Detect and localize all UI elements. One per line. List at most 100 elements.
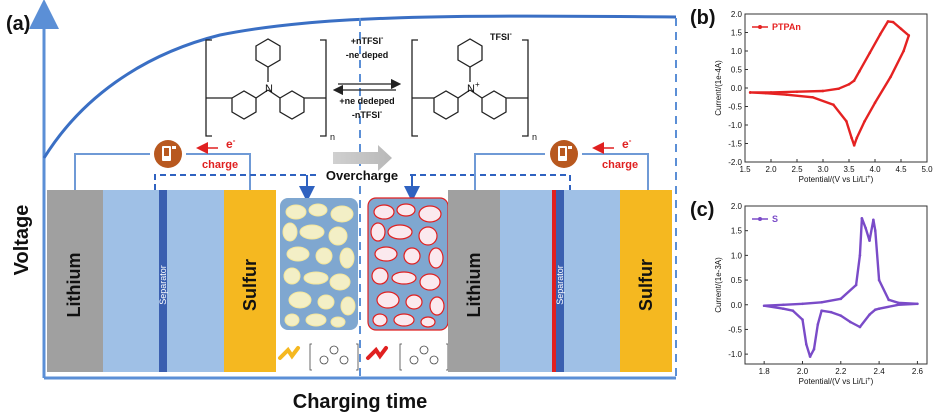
x-tick-label: 3.0 (817, 165, 829, 174)
counter-ion-label: TFSI- (490, 31, 513, 42)
data-point (820, 300, 823, 304)
right-electrolyte-2 (564, 190, 620, 372)
subscript-n-left: n (330, 132, 335, 142)
x-tick-label: 2.4 (874, 367, 886, 376)
left-electrolyte-1 (103, 190, 159, 372)
charger-icon (154, 140, 182, 168)
nitrogen-label-left: N (265, 83, 273, 95)
panel-a-label: (a) (6, 13, 30, 35)
pore-structure-sulfur (280, 198, 358, 330)
right-wire-b (582, 153, 649, 190)
left-separator (159, 190, 167, 372)
reaction-line-1: +nTFSI- (351, 35, 384, 46)
ptpan-structure-right (411, 38, 529, 137)
data-point (916, 302, 919, 306)
data-point (839, 297, 843, 301)
data-point (791, 309, 795, 312)
x-tick-label: 2.5 (791, 165, 803, 174)
right-charge-label: charge (602, 159, 638, 171)
legend-label: S (772, 214, 778, 224)
right-wire-a (474, 153, 545, 190)
left-lithium-anode (47, 190, 103, 372)
right-electron-label: e- (622, 136, 632, 151)
y-tick-label: 0.5 (731, 66, 743, 75)
ptpan-structure-left (205, 38, 327, 137)
y-tick-label: -2.0 (728, 158, 742, 167)
data-point (889, 75, 892, 79)
legend-label: PTPAn (772, 22, 801, 32)
pore-structure-ptpan (367, 197, 449, 331)
y-tick-label: -1.5 (728, 140, 742, 149)
data-point (821, 89, 825, 93)
data-point (891, 20, 895, 24)
y-tick-label: 1.0 (731, 47, 743, 56)
data-point (868, 239, 871, 242)
x-tick-label: 4.5 (895, 165, 907, 174)
ptpan-squiggle-icon (366, 346, 388, 360)
legend-marker (758, 217, 762, 221)
left-cell: Lithium Separator Sulfur e- charge (47, 136, 276, 372)
right-electrolyte-1 (500, 190, 552, 372)
data-point (808, 355, 812, 358)
data-point (852, 79, 856, 82)
data-point (886, 20, 890, 23)
y-tick-label: 1.0 (731, 251, 743, 260)
left-sulfur-cathode (224, 190, 276, 372)
data-point (887, 298, 890, 302)
plot-frame (744, 205, 928, 365)
data-point (812, 347, 816, 351)
data-point (864, 226, 867, 230)
left-wire-a (74, 153, 150, 190)
right-separator-coating (552, 190, 556, 372)
data-point (847, 83, 851, 86)
voltage-curve (42, 14, 677, 159)
overcharge-label: Overcharge (326, 168, 398, 183)
left-sulfur-label: Sulfur (240, 259, 260, 311)
data-point (868, 313, 871, 316)
transition-arrow (333, 145, 392, 171)
left-lithium-label: Lithium (64, 253, 84, 318)
data-point (899, 27, 903, 31)
data-point (785, 93, 788, 96)
x-tick-label: 1.5 (739, 165, 751, 174)
data-point (801, 302, 804, 306)
data-point (764, 91, 768, 95)
y-tick-label: 0.0 (731, 301, 743, 310)
data-point (816, 323, 820, 326)
x-tick-label: 2.2 (835, 367, 847, 376)
y-tick-label: -0.5 (728, 103, 742, 112)
y-tick-label: -1.0 (728, 121, 742, 130)
left-separator-label: Separator (158, 265, 168, 305)
x-tick-label: 2.0 (797, 367, 809, 376)
data-point (873, 308, 877, 311)
data-point (805, 342, 808, 346)
x-tick-label: 2.6 (912, 367, 924, 376)
x-tick-label: 3.5 (843, 165, 855, 174)
mini-structure-icon-2 (399, 343, 449, 371)
right-separator (556, 190, 564, 372)
data-point (877, 278, 881, 282)
overcharge-label-bg (318, 166, 406, 184)
data-point (782, 303, 785, 307)
data-point (902, 49, 905, 53)
y-tick-label: -0.5 (728, 325, 742, 334)
data-point (769, 91, 773, 94)
reaction-line-2: -ne deped (346, 50, 389, 60)
data-point (839, 314, 843, 317)
data-point (845, 120, 848, 123)
y-tick-label: 1.5 (731, 29, 743, 38)
data-point (873, 229, 877, 232)
y-tick-label: 1.5 (731, 227, 743, 236)
data-point (878, 33, 882, 36)
x-axis-label: Potential/(V vs Li/Li+) (799, 377, 874, 386)
sulfur-squiggle-icon (278, 346, 300, 360)
data-point (748, 91, 752, 94)
right-lithium-anode (448, 190, 500, 372)
y-tick-label: -1.0 (728, 350, 742, 359)
data-point (858, 70, 861, 73)
reaction-arrows (332, 78, 402, 96)
left-electrolyte-2 (167, 190, 224, 372)
x-axis-label: Potential/(V vs Li/Li+) (799, 175, 874, 184)
data-point (852, 144, 856, 147)
